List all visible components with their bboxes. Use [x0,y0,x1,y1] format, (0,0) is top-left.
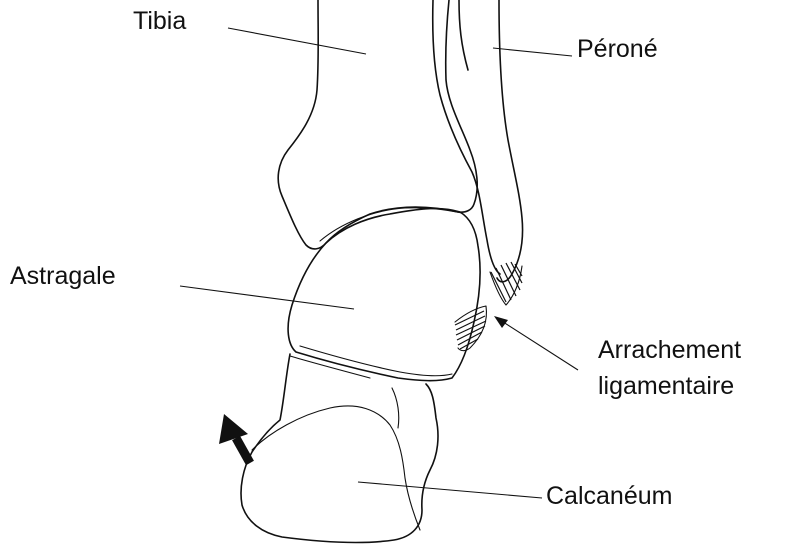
calcaneum-bone [241,354,438,543]
astragale-bone [288,208,480,380]
label-tibia: Tibia [133,7,186,35]
label-arrachement-line1: Arrachement [598,336,741,364]
label-perone: Péroné [577,35,658,63]
arrow-up-icon [219,414,250,463]
ligament-tear-hatch [455,306,486,351]
leader-arrachement [500,320,578,370]
leader-perone [493,48,572,56]
leader-arrachement-arrowhead [494,316,508,328]
leader-tibia [228,28,366,54]
tibia-bone [278,0,477,249]
label-astragale: Astragale [10,262,116,290]
label-arrachement-line2: ligamentaire [598,372,734,400]
label-calcaneum: Calcanéum [546,482,672,510]
leader-calcaneum [358,482,542,498]
leader-astragale [180,286,354,309]
